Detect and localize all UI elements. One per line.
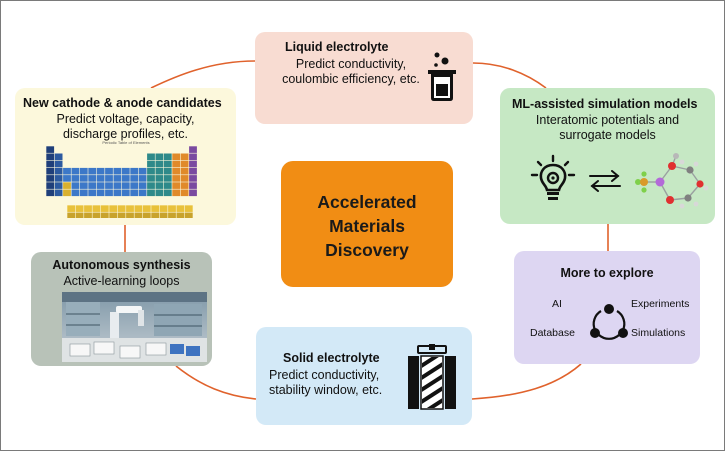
cathode-anode-card: New cathode & anode candidates Predict v…	[15, 88, 236, 225]
connector-path	[472, 62, 547, 89]
liquid-electrolyte-desc: Predict conductivity, coulombic efficien…	[281, 57, 421, 87]
center-hub: Accelerated Materials Discovery	[281, 161, 453, 287]
battery-cell-icon	[408, 344, 456, 410]
periodic-table-image	[46, 146, 197, 218]
connector-path	[150, 60, 256, 89]
autonomous-synthesis-title: Autonomous synthesis	[52, 258, 191, 272]
desc-line: stability window, etc.	[269, 383, 383, 397]
lab-robot-photo	[62, 292, 207, 362]
desc-line: Interatomic potentials and	[535, 113, 680, 127]
center-line: Discovery	[325, 240, 409, 260]
cathode-anode-title: New cathode & anode candidates	[23, 96, 222, 110]
ml-simulation-card: ML-assisted simulation models Interatomi…	[500, 88, 715, 224]
liquid-electrolyte-title: Liquid electrolyte	[285, 40, 389, 54]
center-line: Accelerated	[317, 192, 417, 212]
label-ai: AI	[552, 298, 562, 310]
ml-simulation-desc: Interatomic potentials and surrogate mod…	[500, 113, 715, 143]
label-experiments: Experiments	[631, 298, 690, 310]
ml-simulation-title: ML-assisted simulation models	[512, 97, 698, 111]
label-database: Database	[530, 327, 575, 339]
beaker-icon	[428, 52, 456, 101]
connector-path	[175, 365, 257, 400]
center-line: Materials	[329, 216, 405, 236]
autonomous-synthesis-card: Autonomous synthesis Active-learning loo…	[31, 252, 212, 366]
desc-line: Predict conductivity,	[295, 57, 407, 71]
desc-line: Predict voltage, capacity,	[56, 112, 195, 126]
more-to-explore-title: More to explore	[560, 266, 654, 280]
cycle-nodes-icon	[590, 304, 628, 340]
periodic-table-caption: Periodic Table of Elements	[102, 140, 150, 145]
desc-line: surrogate models	[559, 128, 656, 142]
more-to-explore-card: More to explore AI Experiments Database …	[514, 251, 700, 364]
autonomous-synthesis-desc: Active-learning loops	[63, 274, 180, 288]
connector-path	[471, 363, 582, 400]
liquid-electrolyte-card: Liquid electrolyte Predict conductivity,…	[255, 32, 473, 124]
lightbulb-gear-icon	[530, 154, 576, 200]
solid-electrolyte-title: Solid electrolyte	[283, 351, 380, 365]
desc-line: Predict conductivity,	[269, 368, 380, 382]
desc-line: discharge profiles, etc.	[62, 127, 189, 141]
label-simulations: Simulations	[631, 327, 686, 339]
desc-line: coulombic efficiency, etc.	[282, 72, 420, 86]
solid-electrolyte-desc: Predict conductivity, stability window, …	[269, 368, 382, 398]
solid-electrolyte-card: Solid electrolyte Predict conductivity, …	[256, 327, 472, 425]
cathode-anode-desc: Predict voltage, capacity, discharge pro…	[15, 112, 236, 142]
molecule-icon	[635, 153, 709, 209]
exchange-arrows-icon	[589, 170, 621, 192]
